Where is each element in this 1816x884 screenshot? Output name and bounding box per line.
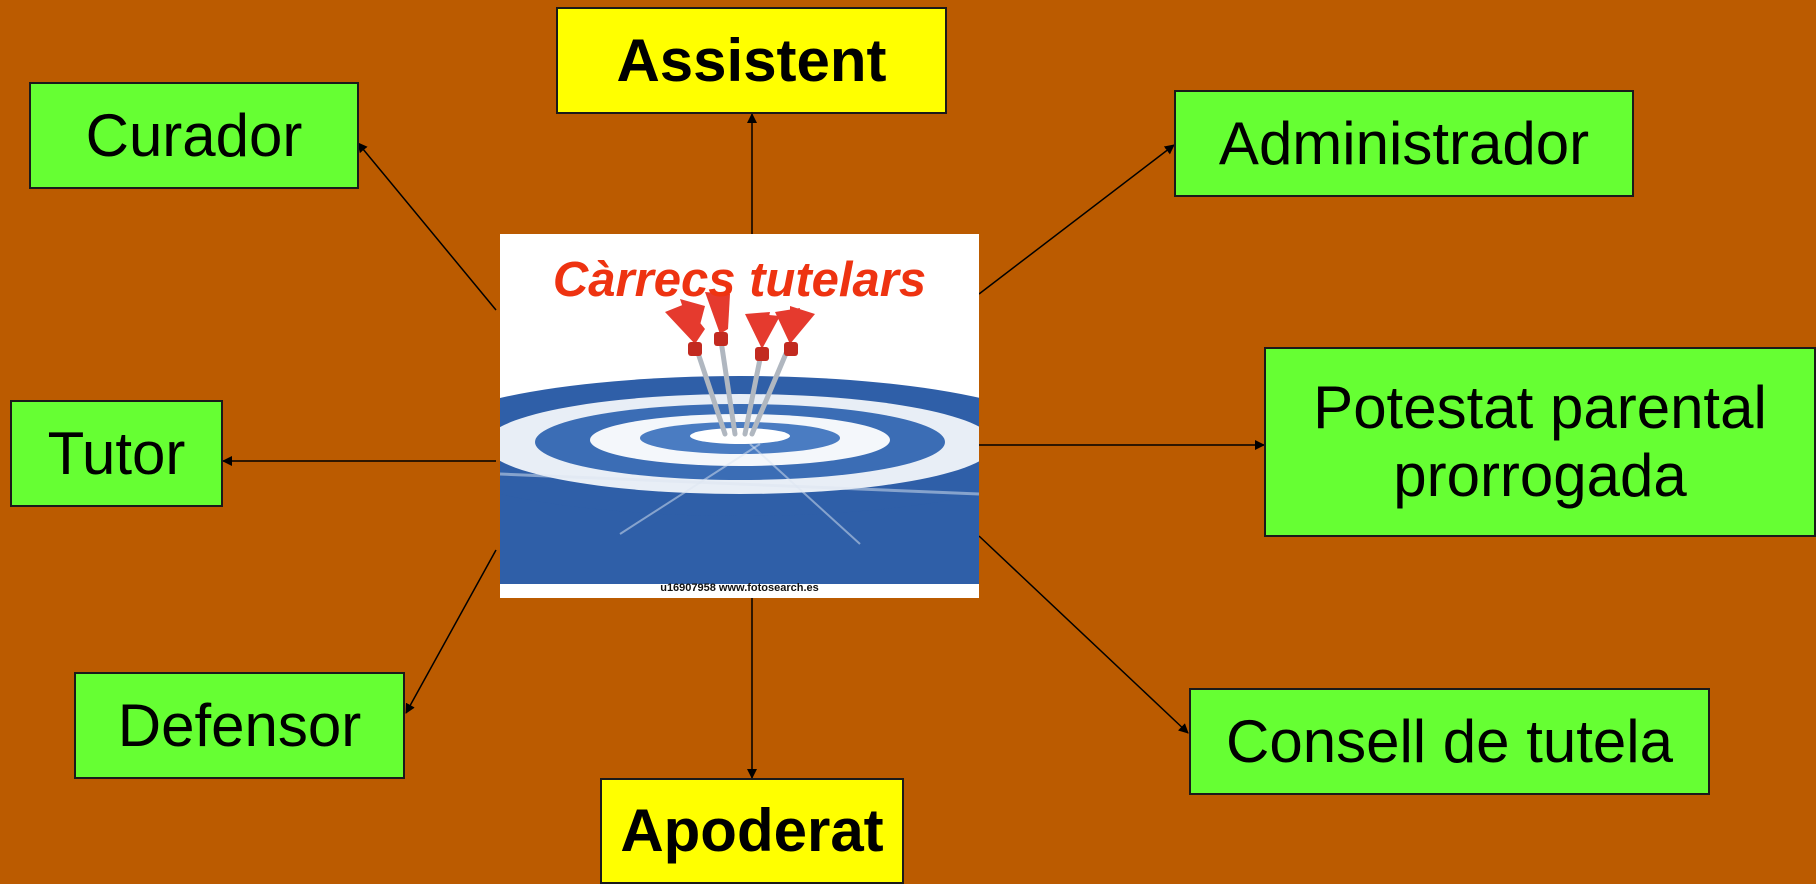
node-defensor-label: Defensor: [117, 691, 362, 759]
dartboard-icon: [500, 234, 979, 598]
node-potestat-label-line2: prorrogada: [1393, 442, 1687, 509]
arrow-to-defensor: [405, 549, 497, 714]
node-administrador: Administrador: [1174, 90, 1634, 197]
diagram-title: Càrrecs tutelars: [552, 253, 927, 307]
node-tutor-label: Tutor: [47, 419, 186, 487]
arrow-to-consell: [978, 535, 1189, 734]
node-curador: Curador: [29, 82, 359, 189]
node-tutor: Tutor: [10, 400, 223, 507]
node-apoderat-label: Apoderat: [620, 797, 884, 865]
node-consell-de-tutela: Consell de tutela: [1189, 688, 1710, 795]
node-curador-label: Curador: [85, 101, 303, 169]
node-defensor: Defensor: [74, 672, 405, 779]
node-apoderat: Apoderat: [600, 778, 904, 884]
node-consell-label: Consell de tutela: [1226, 707, 1673, 775]
arrow-to-curador: [357, 142, 497, 311]
image-caption: u16907958 www.fotosearch.es: [660, 582, 819, 594]
node-potestat-parental: Potestat parental prorrogada: [1264, 347, 1816, 537]
center-target-image: Càrrecs tutelars u16907958 www.fotosearc…: [500, 234, 979, 598]
node-assistent-label: Assistent: [616, 26, 887, 94]
arrow-to-administrador: [978, 144, 1175, 295]
node-assistent: Assistent: [556, 7, 947, 114]
node-administrador-label: Administrador: [1218, 109, 1590, 177]
node-potestat-label-line1: Potestat parental: [1313, 374, 1767, 442]
